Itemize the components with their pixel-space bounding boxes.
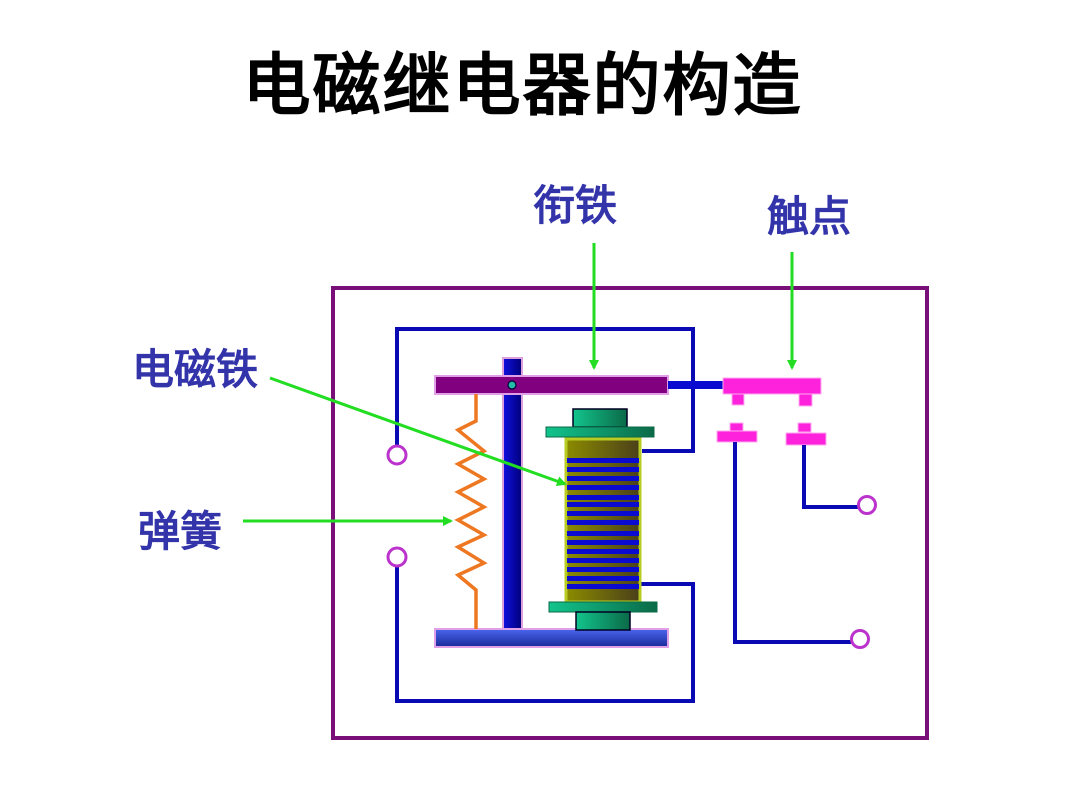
coil-wire-bottom	[395, 566, 695, 703]
bottom-pole-cap	[575, 611, 631, 631]
fixed-contact-left-base	[716, 430, 758, 443]
contact-wire-left	[733, 442, 851, 644]
moving-contact-left-tip	[731, 393, 745, 406]
coil-wire-top	[395, 327, 695, 453]
armature-link	[668, 381, 724, 389]
contacts	[716, 377, 827, 446]
coil-terminal-bottom	[386, 546, 408, 568]
label-spring: 弹簧	[138, 507, 223, 556]
electromagnet-pointer-arrow	[269, 376, 567, 487]
bottom-flange	[548, 601, 658, 613]
page-title: 电磁继电器的构造	[242, 46, 803, 126]
top-pole-cap	[572, 408, 628, 428]
armature-pivot	[507, 380, 517, 390]
contact-terminal-right	[857, 495, 877, 515]
fixed-contact-left-tip	[729, 422, 744, 432]
contact-wire-right	[802, 445, 858, 509]
coil-terminal-top	[386, 444, 408, 466]
label-electromagnet: 电磁铁	[132, 345, 259, 394]
contact-terminal-left	[850, 629, 870, 649]
relay-frame	[331, 286, 929, 740]
top-flange	[545, 426, 655, 438]
coil-windings	[567, 458, 639, 589]
spring	[454, 394, 488, 629]
label-contacts: 触点	[767, 192, 852, 241]
moving-contact-right-tip	[798, 393, 813, 407]
fixed-contact-right-tip	[797, 422, 812, 433]
moving-contact-bar	[722, 377, 822, 395]
electromagnet	[545, 408, 658, 631]
armature-bar	[434, 375, 669, 395]
base-plate	[434, 628, 669, 648]
support-post	[502, 357, 523, 631]
fixed-contact-right-base	[785, 432, 827, 446]
label-armature: 衔铁	[533, 181, 618, 230]
